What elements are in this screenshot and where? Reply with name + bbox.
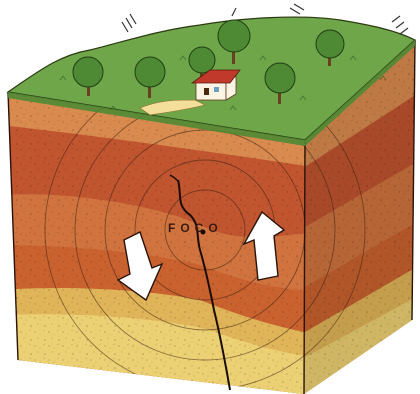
focus-label: FOCO [168, 221, 223, 235]
focus-point [201, 230, 206, 235]
house-wall [196, 82, 226, 100]
